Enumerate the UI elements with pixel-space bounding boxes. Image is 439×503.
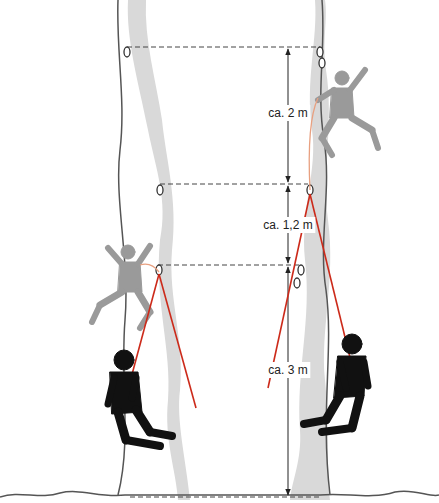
rope [127, 194, 355, 408]
dashed-level [127, 47, 320, 497]
ground [0, 491, 439, 497]
dimension-label: ca. 3 m [265, 362, 310, 378]
falling-climber [92, 70, 378, 328]
quickdraw [124, 47, 325, 288]
belayer [108, 334, 368, 446]
rock-wall [110, 0, 330, 500]
dimension-label: ca. 1,2 m [260, 217, 315, 233]
dimension-label: ca. 2 m [265, 105, 310, 121]
